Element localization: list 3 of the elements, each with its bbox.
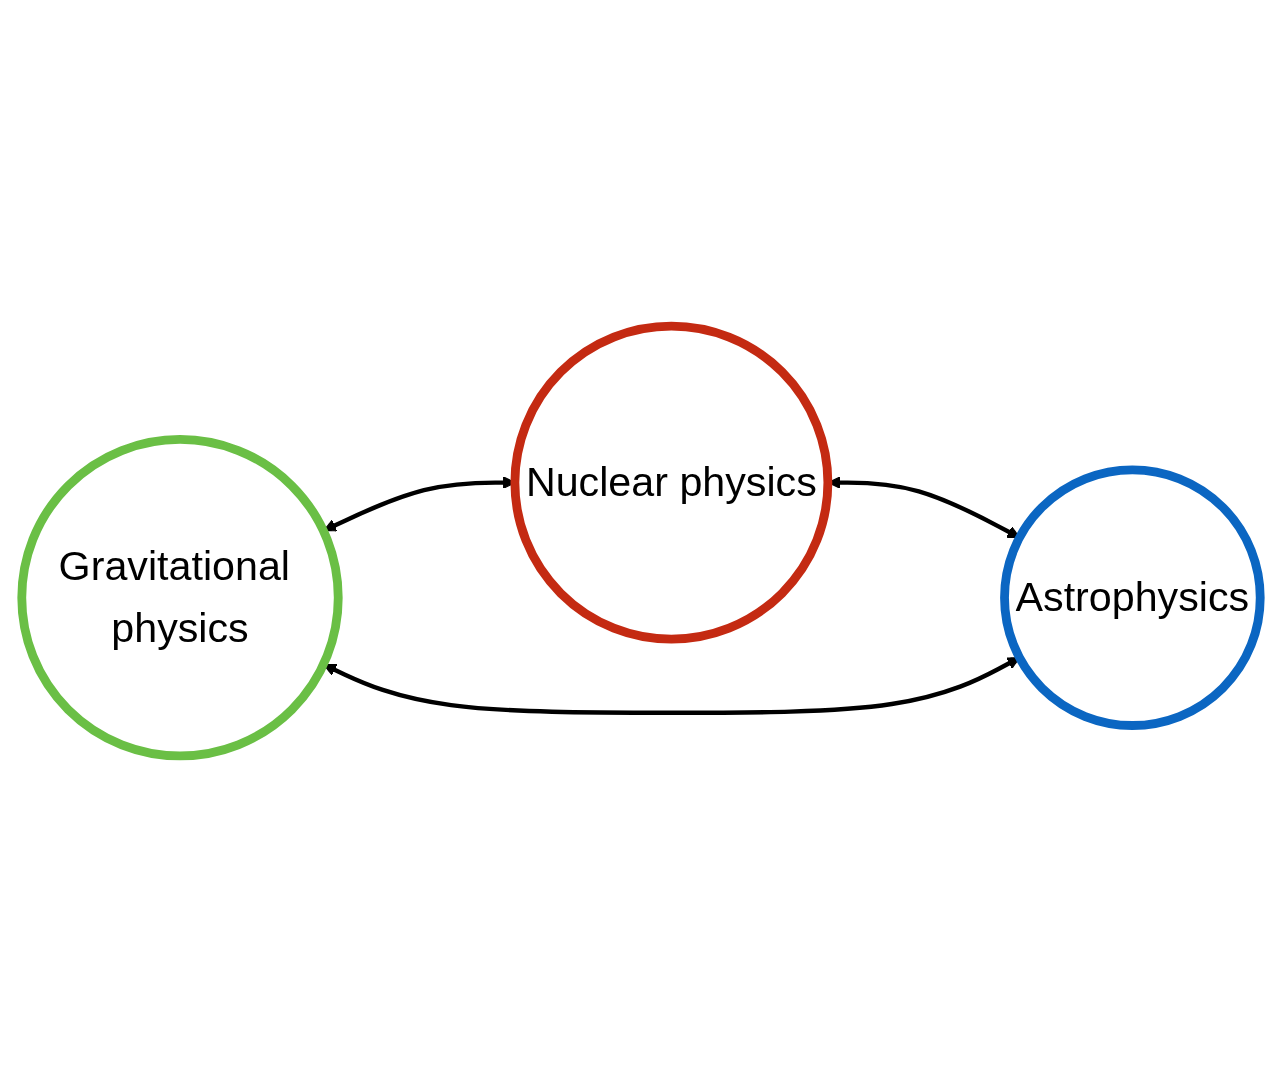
node-circle: Astrophysics [1000, 465, 1265, 730]
node-circle: Nuclear physics [510, 321, 833, 644]
node-circle: Gravitational physics [17, 435, 343, 761]
